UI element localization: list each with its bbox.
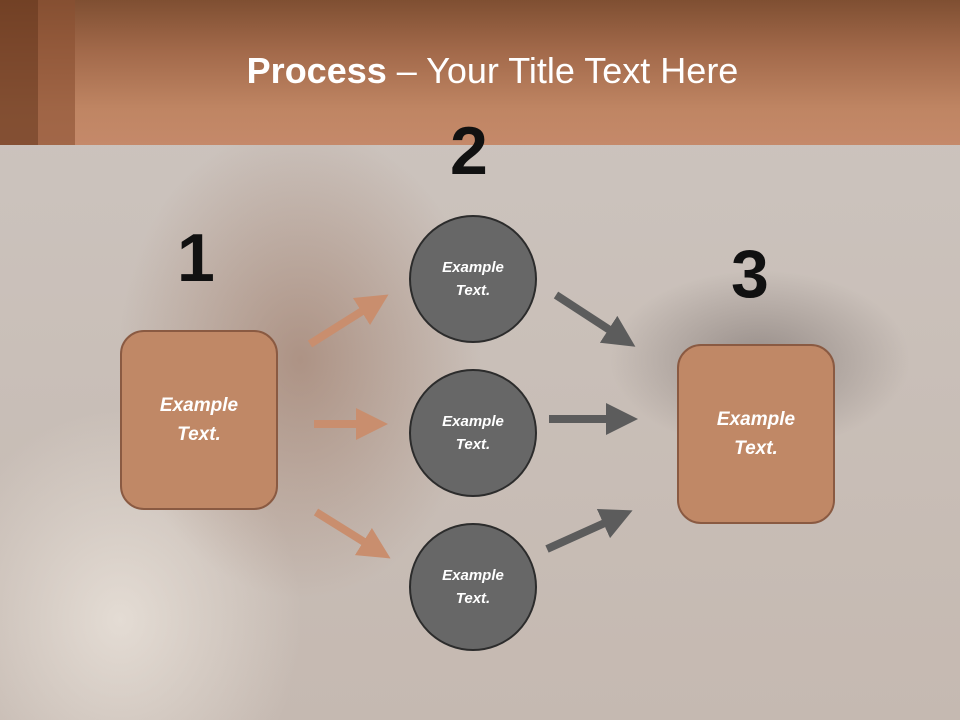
slide-title[interactable]: Process – Your Title Text Here xyxy=(0,50,960,92)
process-circle-middle[interactable]: Example Text. xyxy=(409,369,537,497)
title-rest: – Your Title Text Here xyxy=(386,50,739,91)
step-number-1: 1 xyxy=(177,220,215,296)
process-circle-top[interactable]: Example Text. xyxy=(409,215,537,343)
arrow-down-right-right xyxy=(553,291,636,347)
step-number-2: 2 xyxy=(450,113,488,189)
arrow-up-right-right xyxy=(545,508,633,553)
left-text-box[interactable]: Example Text. xyxy=(120,330,278,510)
header-stripe xyxy=(38,0,75,145)
header-stripe xyxy=(0,0,38,145)
arrow-down-right-left xyxy=(313,508,391,559)
right-text-box[interactable]: Example Text. xyxy=(677,344,835,524)
title-bold: Process xyxy=(246,50,387,91)
step-number-3: 3 xyxy=(731,236,769,312)
header-band xyxy=(0,0,960,145)
arrow-up-right-left xyxy=(307,294,389,348)
process-circle-bottom[interactable]: Example Text. xyxy=(409,523,537,651)
